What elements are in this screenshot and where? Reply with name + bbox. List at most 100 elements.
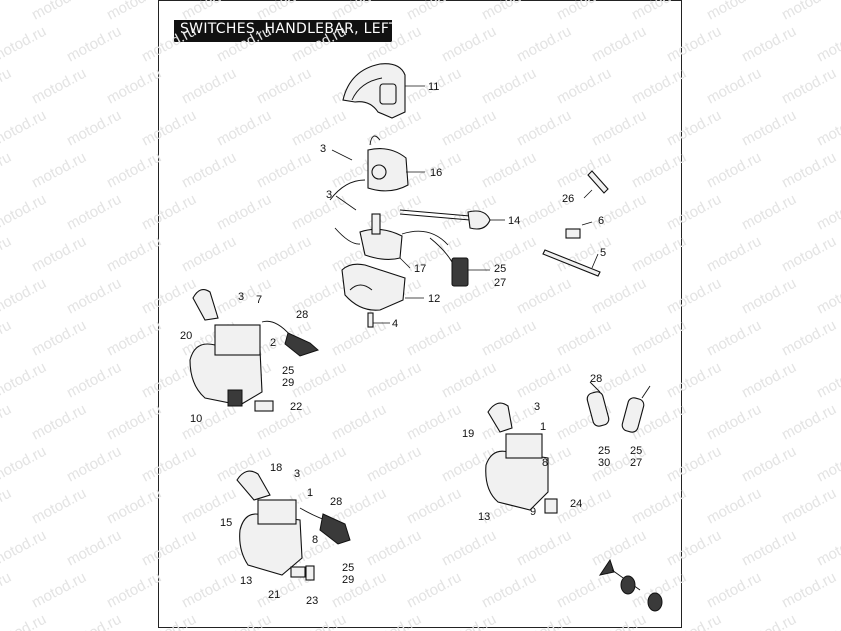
watermark-text: motod.ru [29,401,89,444]
callout-number: 24 [570,498,582,510]
watermark-text: motod.ru [64,191,124,234]
callout-number: 5 [600,247,606,259]
watermark-text: motod.ru [739,191,799,234]
part-12-housing-lower [341,263,406,311]
watermark-text: motod.ru [64,107,124,150]
watermark-text: motod.ru [664,275,724,318]
part-24-clip [544,498,558,514]
part-28-connector-b [299,507,351,545]
watermark-text: motod.ru [514,275,574,318]
callout-number: 25 [630,445,642,457]
watermark-text: motod.ru [814,275,841,318]
watermark-text: motod.ru [779,569,839,612]
watermark-text: motod.ru [29,569,89,612]
watermark-text: motod.ru [0,611,49,631]
callout-number: 14 [508,215,520,227]
watermark-text: motod.ru [139,275,199,318]
watermark-text: motod.ru [254,233,314,276]
callout-number: 10 [190,413,202,425]
callout-number: 3 [238,291,244,303]
watermark-text: motod.ru [0,191,49,234]
part-28-connector-a [261,320,319,357]
callout-number: 7 [256,294,262,306]
watermark-text: motod.ru [29,317,89,360]
callout-number: 3 [320,143,326,155]
watermark-text: motod.ru [514,23,574,66]
watermark-text: motod.ru [779,149,839,192]
watermark-text: motod.ru [814,527,841,570]
watermark-text: motod.ru [739,23,799,66]
watermark-text: motod.ru [814,443,841,486]
watermark-text: motod.ru [329,0,389,24]
watermark-text: motod.ru [704,0,764,24]
callout-number: 26 [562,193,574,205]
watermark-text: motod.ru [479,65,539,108]
watermark-text: motod.ru [0,359,49,402]
watermark-text: motod.ru [554,569,614,612]
watermark-text: motod.ru [29,485,89,528]
callout-number: 25 [598,445,610,457]
watermark-text: motod.ru [104,485,164,528]
watermark-text: motod.ru [104,149,164,192]
callout-number: 25 [342,562,354,574]
part-25-27-connector [429,237,469,287]
watermark-text: motod.ru [104,233,164,276]
part-13-switch-housing-a [236,470,303,576]
watermark-text: motod.ru [404,485,464,528]
watermark-text: motod.ru [64,443,124,486]
callout-number: 21 [268,589,280,601]
watermark-text: motod.ru [739,107,799,150]
callout-number: 1 [540,421,546,433]
watermark-text: motod.ru [664,191,724,234]
part-14-connector [399,209,491,230]
watermark-text: motod.ru [779,0,839,24]
watermark-text: motod.ru [404,401,464,444]
part-16-switch-assembly [329,135,409,201]
watermark-text: motod.ru [739,359,799,402]
callout-number: 9 [530,506,536,518]
watermark-text: motod.ru [664,23,724,66]
watermark-text: motod.ru [739,443,799,486]
watermark-text: motod.ru [139,611,199,631]
watermark-text: motod.ru [554,65,614,108]
watermark-text: motod.ru [739,275,799,318]
callout-number: 6 [598,215,604,227]
watermark-text: motod.ru [64,275,124,318]
watermark-text: motod.ru [479,317,539,360]
watermark-text: motod.ru [664,611,724,631]
watermark-text: motod.ru [479,149,539,192]
diagram-title: SWITCHES, HANDLEBAR, LEFT [180,21,398,37]
watermark-text: motod.ru [589,107,649,150]
watermark-text: motod.ru [64,611,124,631]
watermark-text: motod.ru [364,527,424,570]
watermark-text: motod.ru [704,233,764,276]
callout-number: 1 [307,487,313,499]
watermark-text: motod.ru [439,275,499,318]
watermark-text: motod.ru [589,275,649,318]
watermark-text: motod.ru [514,611,574,631]
watermark-text: motod.ru [0,65,14,108]
watermark-text: motod.ru [104,401,164,444]
watermark-text: motod.ru [514,107,574,150]
watermark-text: motod.ru [214,107,274,150]
watermark-text: motod.ru [629,0,689,24]
part-28-25-30-connector [586,381,610,427]
watermark-text: motod.ru [139,23,199,66]
watermark-text: motod.ru [329,401,389,444]
watermark-text: motod.ru [779,317,839,360]
watermark-text: motod.ru [554,317,614,360]
watermark-text: motod.ru [289,611,349,631]
watermark-text: motod.ru [664,359,724,402]
callout-number: 29 [342,574,354,586]
callout-number: 20 [180,330,192,342]
callout-number: 28 [330,496,342,508]
callout-number: 28 [590,373,602,385]
callout-number: 17 [414,263,426,275]
watermark-text: motod.ru [439,23,499,66]
part-5-cable-strap [542,249,601,277]
watermark-text: motod.ru [589,191,649,234]
watermark-text: motod.ru [514,527,574,570]
watermark-text: motod.ru [254,0,314,24]
callout-number: 27 [494,277,506,289]
